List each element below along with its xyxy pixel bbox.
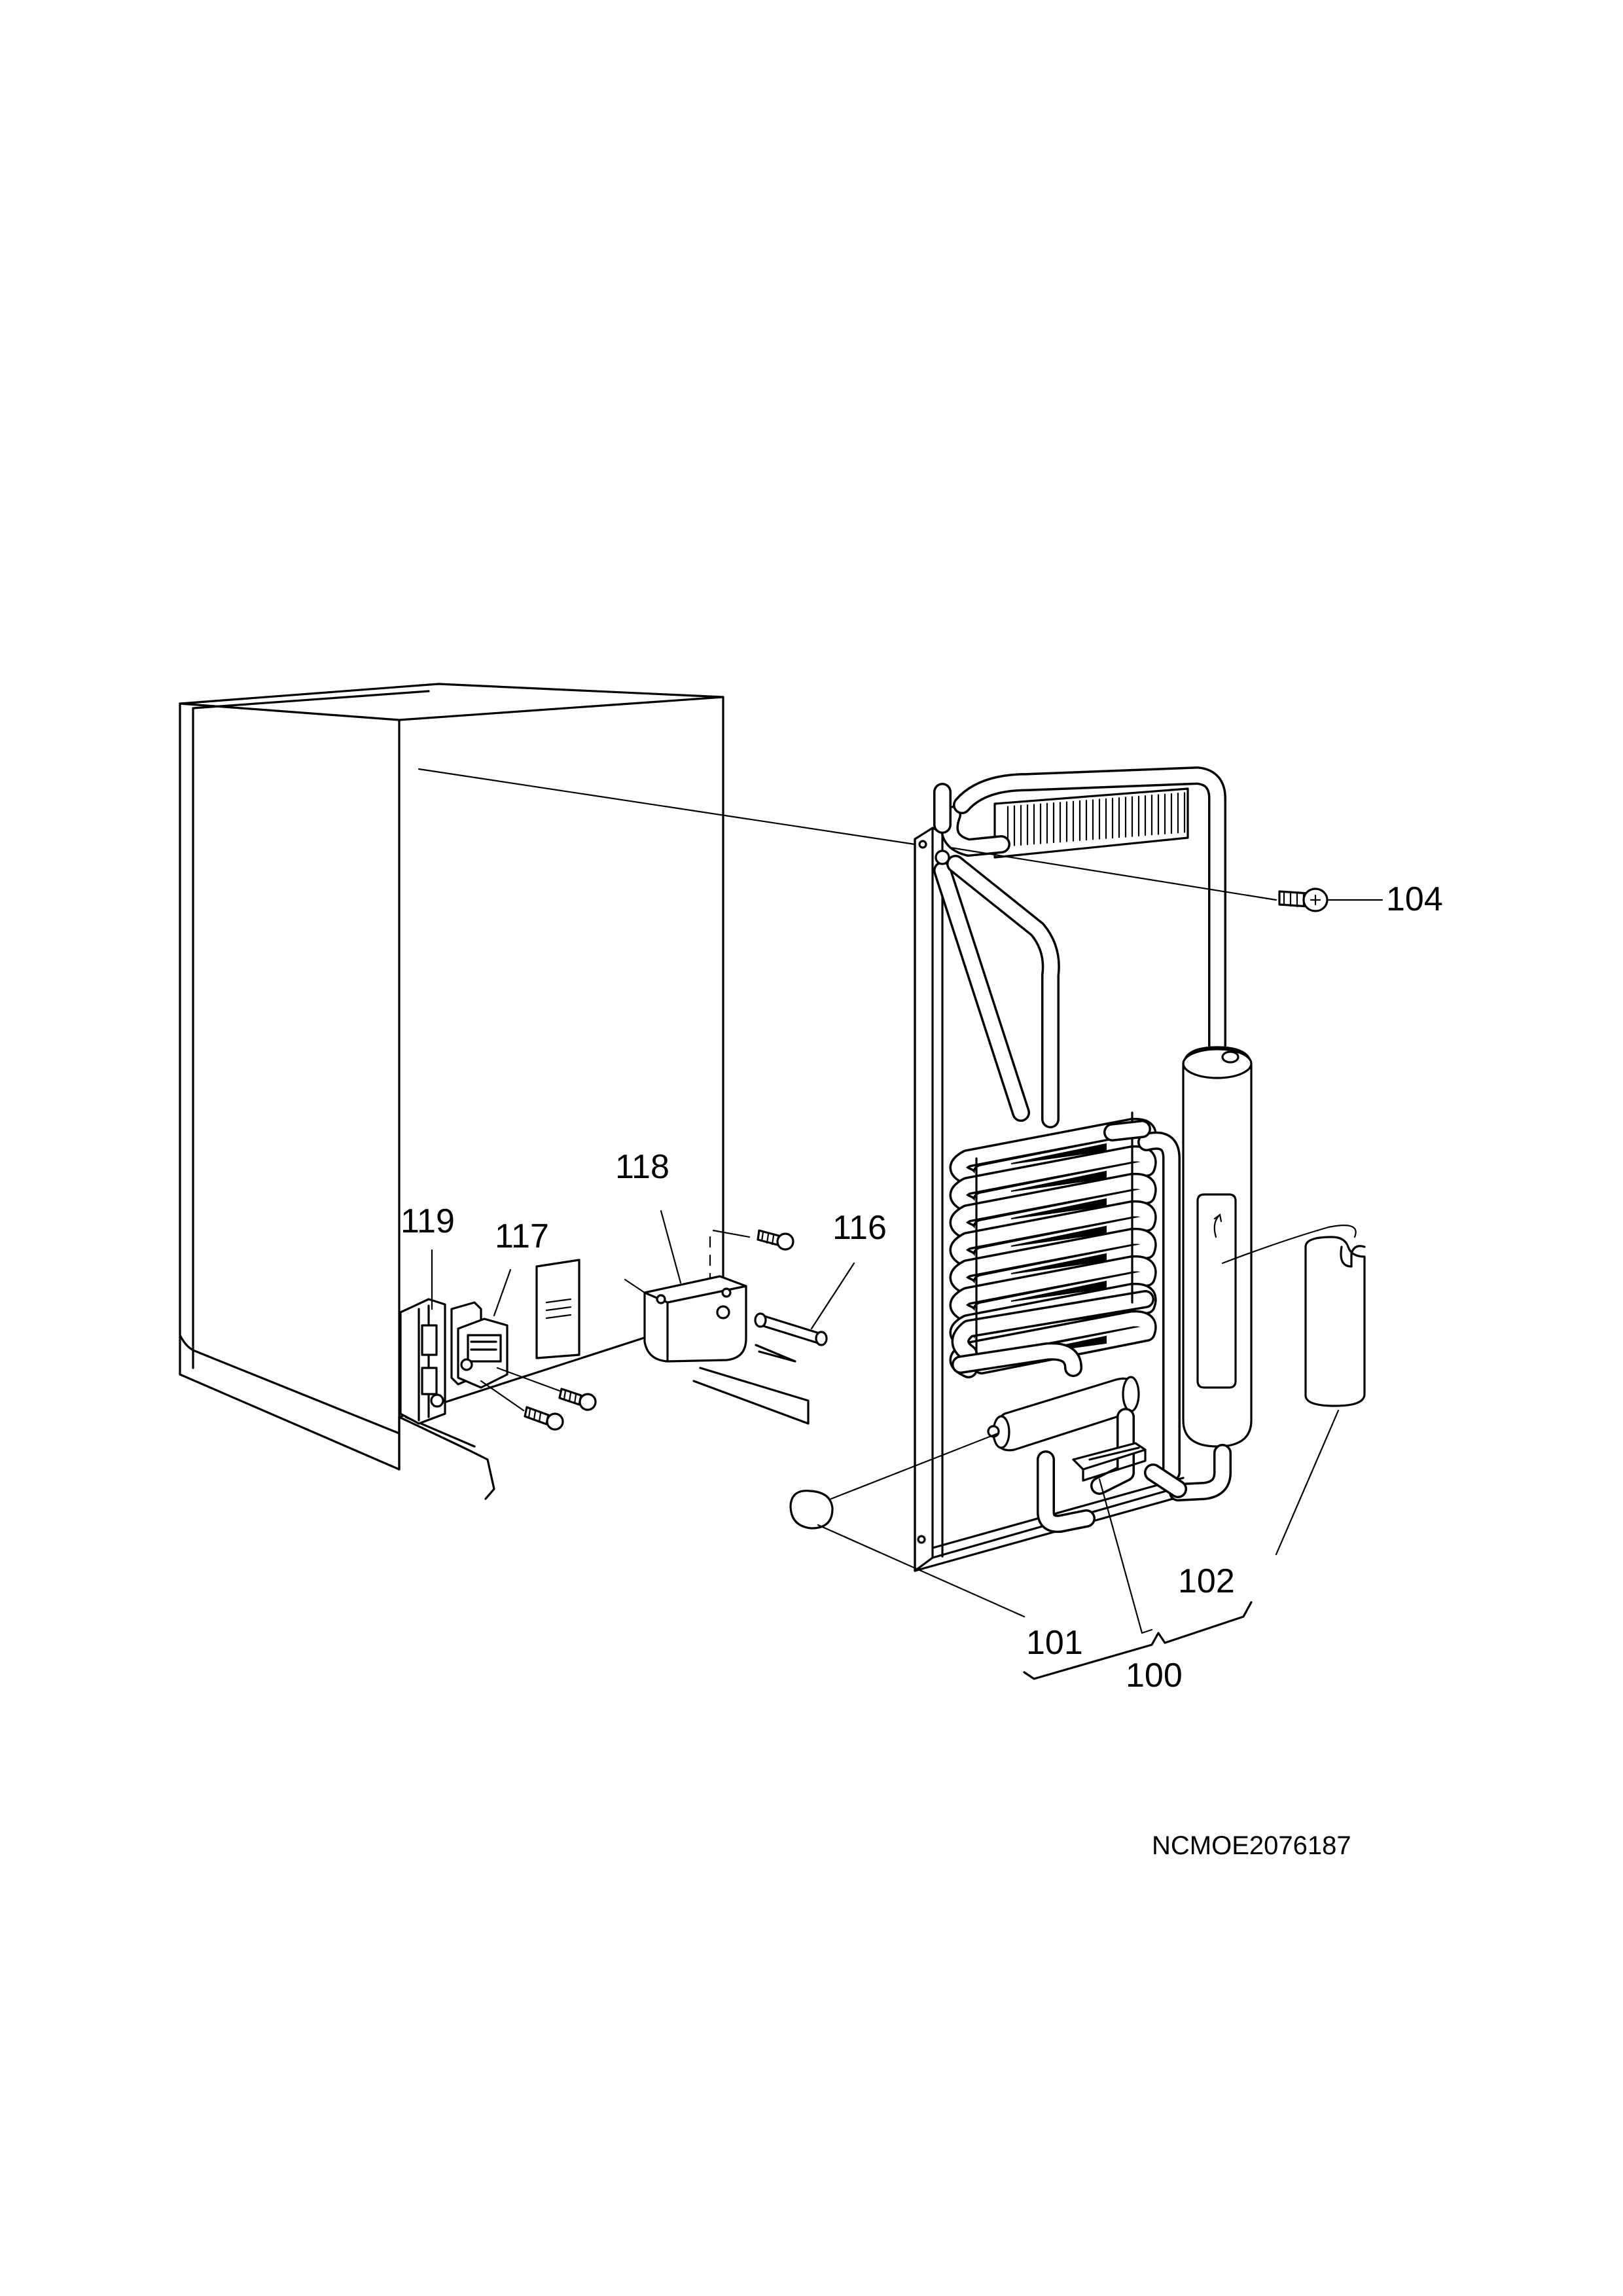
assembly-100-brace bbox=[1023, 1478, 1253, 1680]
part-117-control-unit bbox=[457, 1268, 597, 1431]
part-102-insulation-cover bbox=[1275, 1236, 1366, 1556]
boiler-assembly bbox=[952, 1342, 1187, 1534]
callout-102: 102 bbox=[1178, 1562, 1235, 1600]
part-118-burner-housing bbox=[624, 1210, 794, 1363]
refrigerator-cabinet bbox=[179, 683, 916, 1500]
callout-117: 117 bbox=[495, 1217, 549, 1255]
callout-104: 104 bbox=[1386, 880, 1443, 918]
drawing-reference-number: NCMOE2076187 bbox=[1152, 1831, 1351, 1860]
rising-pipes bbox=[933, 850, 1060, 1128]
callout-116: 116 bbox=[832, 1209, 887, 1247]
part-119-bracket bbox=[399, 1249, 482, 1425]
part-104-screw bbox=[949, 846, 1383, 912]
cover-plate bbox=[535, 1259, 580, 1359]
condenser-fins bbox=[933, 766, 1226, 1056]
part-101-cap bbox=[789, 1432, 1026, 1618]
callout-118: 118 bbox=[615, 1148, 669, 1186]
callout-100: 100 bbox=[1126, 1657, 1183, 1695]
callout-119: 119 bbox=[401, 1202, 455, 1240]
callout-101: 101 bbox=[1026, 1624, 1083, 1662]
absorber-vessel bbox=[1169, 1046, 1357, 1501]
part-116-burner-tube bbox=[754, 1262, 855, 1346]
